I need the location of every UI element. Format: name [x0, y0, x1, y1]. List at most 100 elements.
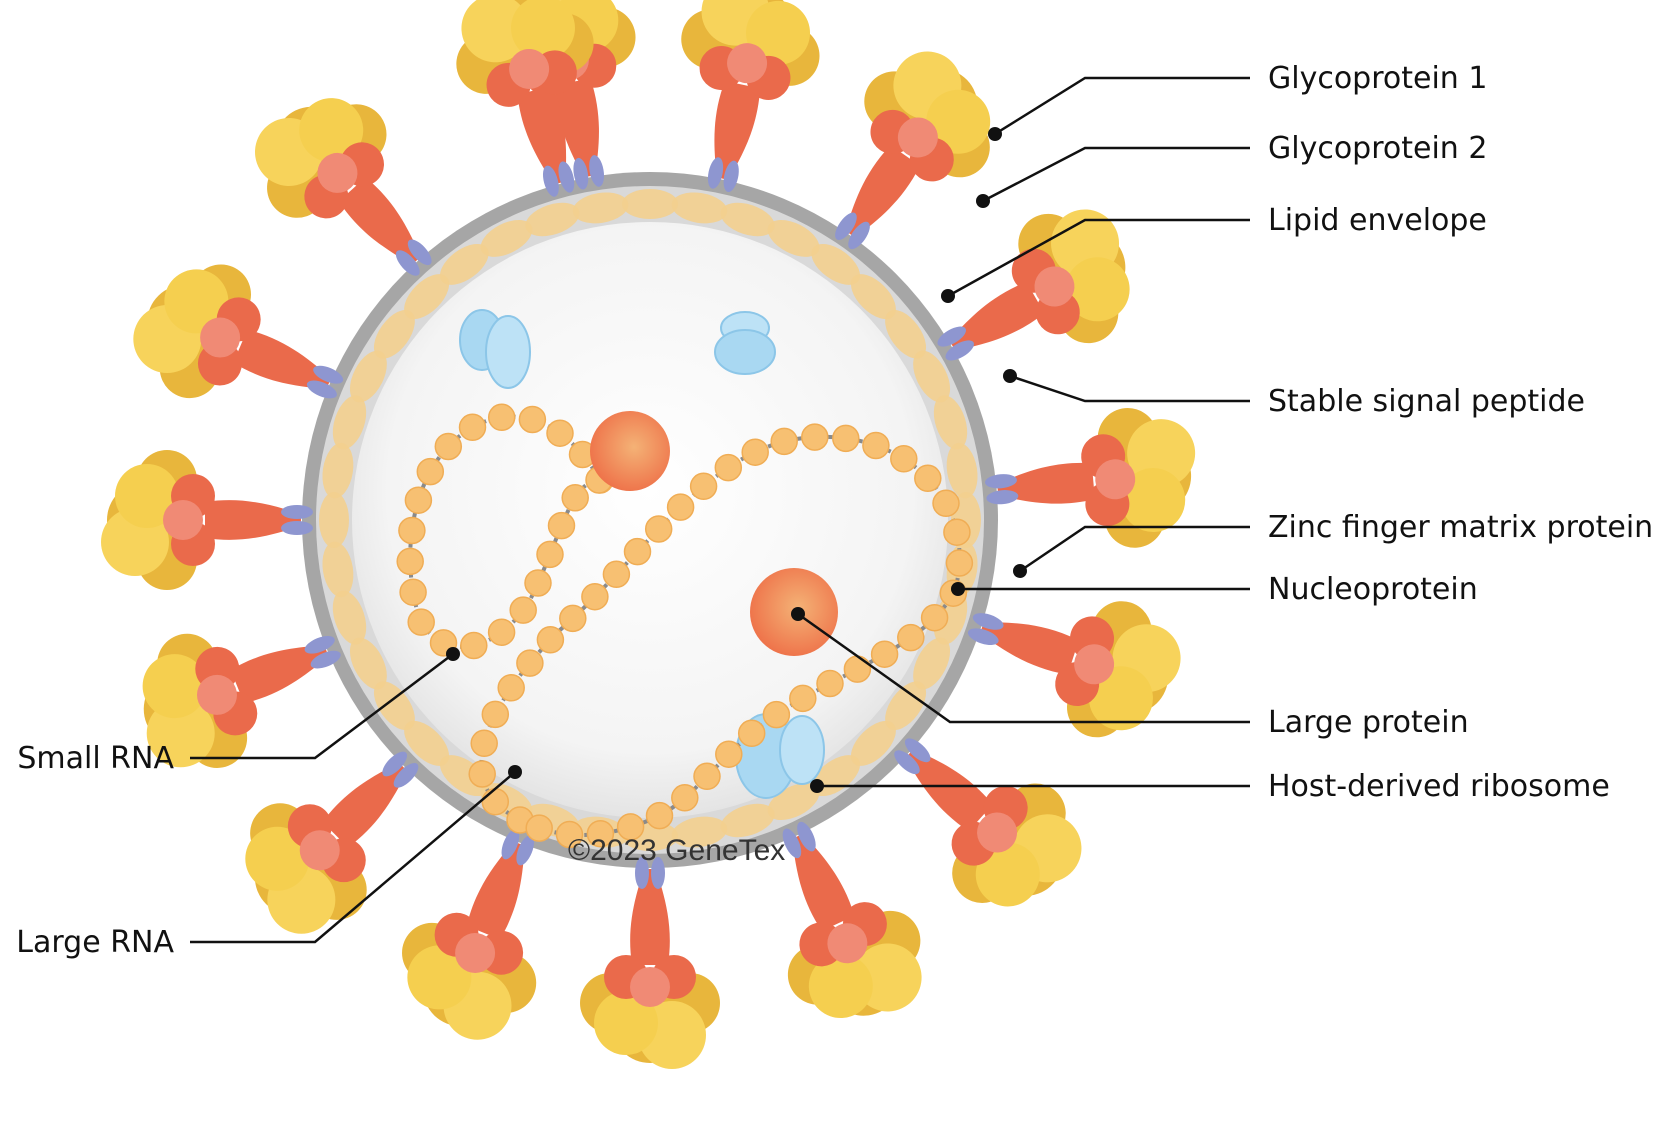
matrix-protein-subunit	[322, 541, 354, 598]
nucleoprotein-bead	[481, 700, 510, 729]
leader-line-lipid-envelope	[947, 218, 1250, 298]
nucleoprotein-bead	[458, 413, 487, 442]
nucleoprotein-bead	[434, 432, 463, 461]
nucleoprotein-bead	[832, 424, 860, 453]
label-glycoprotein-2: Glycoprotein 2	[1268, 131, 1487, 166]
copyright-text: ©2023 GeneTex	[568, 834, 785, 867]
nucleoprotein-bead	[416, 457, 445, 486]
leader-line-stable-signal-peptide	[1009, 374, 1250, 403]
nucleoprotein-bead	[487, 618, 516, 646]
nucleoprotein-bead	[525, 814, 553, 842]
nucleoprotein-bead	[645, 801, 674, 830]
nucleoprotein-bead	[623, 537, 652, 566]
glycoprotein-spike	[580, 857, 720, 1069]
nucleoprotein-bead	[762, 700, 791, 729]
matrix-protein-subunit	[404, 274, 450, 320]
matrix-protein-subunit	[525, 202, 580, 237]
nucleoprotein-bead	[487, 403, 516, 432]
matrix-protein-subunit	[850, 720, 896, 766]
matrix-protein-subunit	[349, 637, 387, 690]
nucleoprotein-bead	[481, 787, 510, 816]
leader-line-large-rna	[190, 771, 516, 944]
nucleoprotein-bead	[715, 740, 743, 768]
nucleoprotein-bead	[689, 472, 718, 501]
matrix-protein-subunit	[913, 350, 951, 403]
matrix-protein-subunit	[671, 192, 728, 224]
nucleoprotein-bead	[468, 760, 496, 788]
matrix-protein-subunit	[933, 395, 968, 450]
dot-lipid-envelope	[941, 289, 955, 303]
matrix-protein-subunit	[885, 309, 927, 359]
large-rna-nucleoproteins	[468, 423, 974, 849]
label-small-rna: Small RNA	[17, 741, 174, 776]
matrix-protein-subunit	[322, 442, 354, 499]
matrix-protein-subunit	[319, 492, 349, 548]
nucleoprotein-bead	[862, 431, 890, 460]
nucleoprotein-bead	[770, 427, 798, 456]
label-stable-signal-peptide: Stable signal peptide	[1268, 384, 1585, 419]
label-lipid-envelope: Lipid envelope	[1268, 203, 1487, 238]
zinc-finger-matrix-layer	[319, 189, 981, 851]
dot-large-protein	[791, 607, 805, 621]
matrix-protein-subunit	[439, 243, 489, 285]
matrix-protein-subunit	[720, 202, 775, 237]
host-derived-ribosome-top	[714, 311, 776, 375]
nucleoprotein-bead	[536, 626, 565, 654]
matrix-protein-subunit	[622, 189, 678, 219]
glycoprotein-spike	[101, 450, 313, 590]
nucleoprotein-bead	[460, 631, 488, 660]
nucleoprotein-bead	[555, 820, 584, 849]
nucleoprotein-bead	[741, 438, 769, 466]
nucleoprotein-bead	[602, 560, 631, 589]
label-large-protein: Large protein	[1268, 705, 1469, 740]
leader-line-large-protein	[797, 612, 1250, 724]
nucleoprotein-bead	[932, 489, 960, 518]
leader-line-glycoprotein-2	[982, 146, 1250, 203]
matrix-protein-subunit	[811, 243, 861, 285]
nucleoprotein-bead	[914, 464, 942, 493]
nucleoprotein-bead	[398, 516, 426, 545]
large-protein-upper	[590, 411, 670, 491]
nucleoprotein-bead	[404, 486, 433, 514]
nucleoprotein-bead	[816, 669, 844, 698]
nucleoprotein-bead	[547, 511, 576, 540]
nucleoprotein-bead	[407, 608, 435, 636]
nucleoprotein-bead	[945, 549, 974, 577]
dot-zinc-finger	[1013, 564, 1027, 578]
nucleoprotein-bead	[509, 596, 537, 624]
matrix-protein-subunit	[913, 637, 951, 690]
dot-large-rna	[508, 765, 522, 779]
label-glycoprotein-1: Glycoprotein 1	[1268, 61, 1487, 96]
label-large-rna: Large RNA	[16, 925, 174, 960]
nucleoprotein-bead	[737, 719, 766, 748]
label-nucleoprotein: Nucleoprotein	[1268, 572, 1478, 607]
dot-host-ribosome	[810, 779, 824, 793]
matrix-protein-subunit	[850, 274, 896, 320]
nucleoprotein-bead	[546, 419, 574, 447]
nucleoprotein-bead	[897, 623, 925, 652]
nucleoprotein-bead	[497, 674, 525, 702]
nucleoprotein-bead	[559, 604, 587, 633]
label-host-derived-ribosome: Host-derived ribosome	[1268, 769, 1610, 804]
nucleoprotein-bead	[561, 484, 589, 512]
nucleoprotein-bead	[644, 515, 673, 543]
leader-lines	[190, 76, 1250, 944]
nucleoprotein-bead	[693, 762, 721, 791]
matrix-protein-subunit	[373, 681, 415, 731]
dot-nucleoprotein	[951, 582, 965, 596]
dot-glycoprotein-2	[976, 194, 990, 208]
nucleoprotein-bead	[789, 684, 817, 713]
matrix-protein-subunit	[767, 219, 820, 257]
nucleoprotein-bead	[920, 603, 949, 632]
leader-dots	[446, 127, 1027, 793]
matrix-protein-subunit	[572, 192, 629, 224]
nucleoprotein-bead	[396, 547, 424, 576]
matrix-protein-subunit	[332, 590, 367, 645]
nucleoprotein-bead	[801, 423, 829, 451]
label-zinc-finger-matrix-protein: Zinc finger matrix protein	[1268, 510, 1653, 545]
matrix-protein-subunit	[720, 803, 775, 838]
nucleoprotein-bead	[516, 649, 544, 677]
nucleoprotein-bead	[870, 640, 899, 668]
nucleoprotein-bead	[671, 784, 699, 812]
